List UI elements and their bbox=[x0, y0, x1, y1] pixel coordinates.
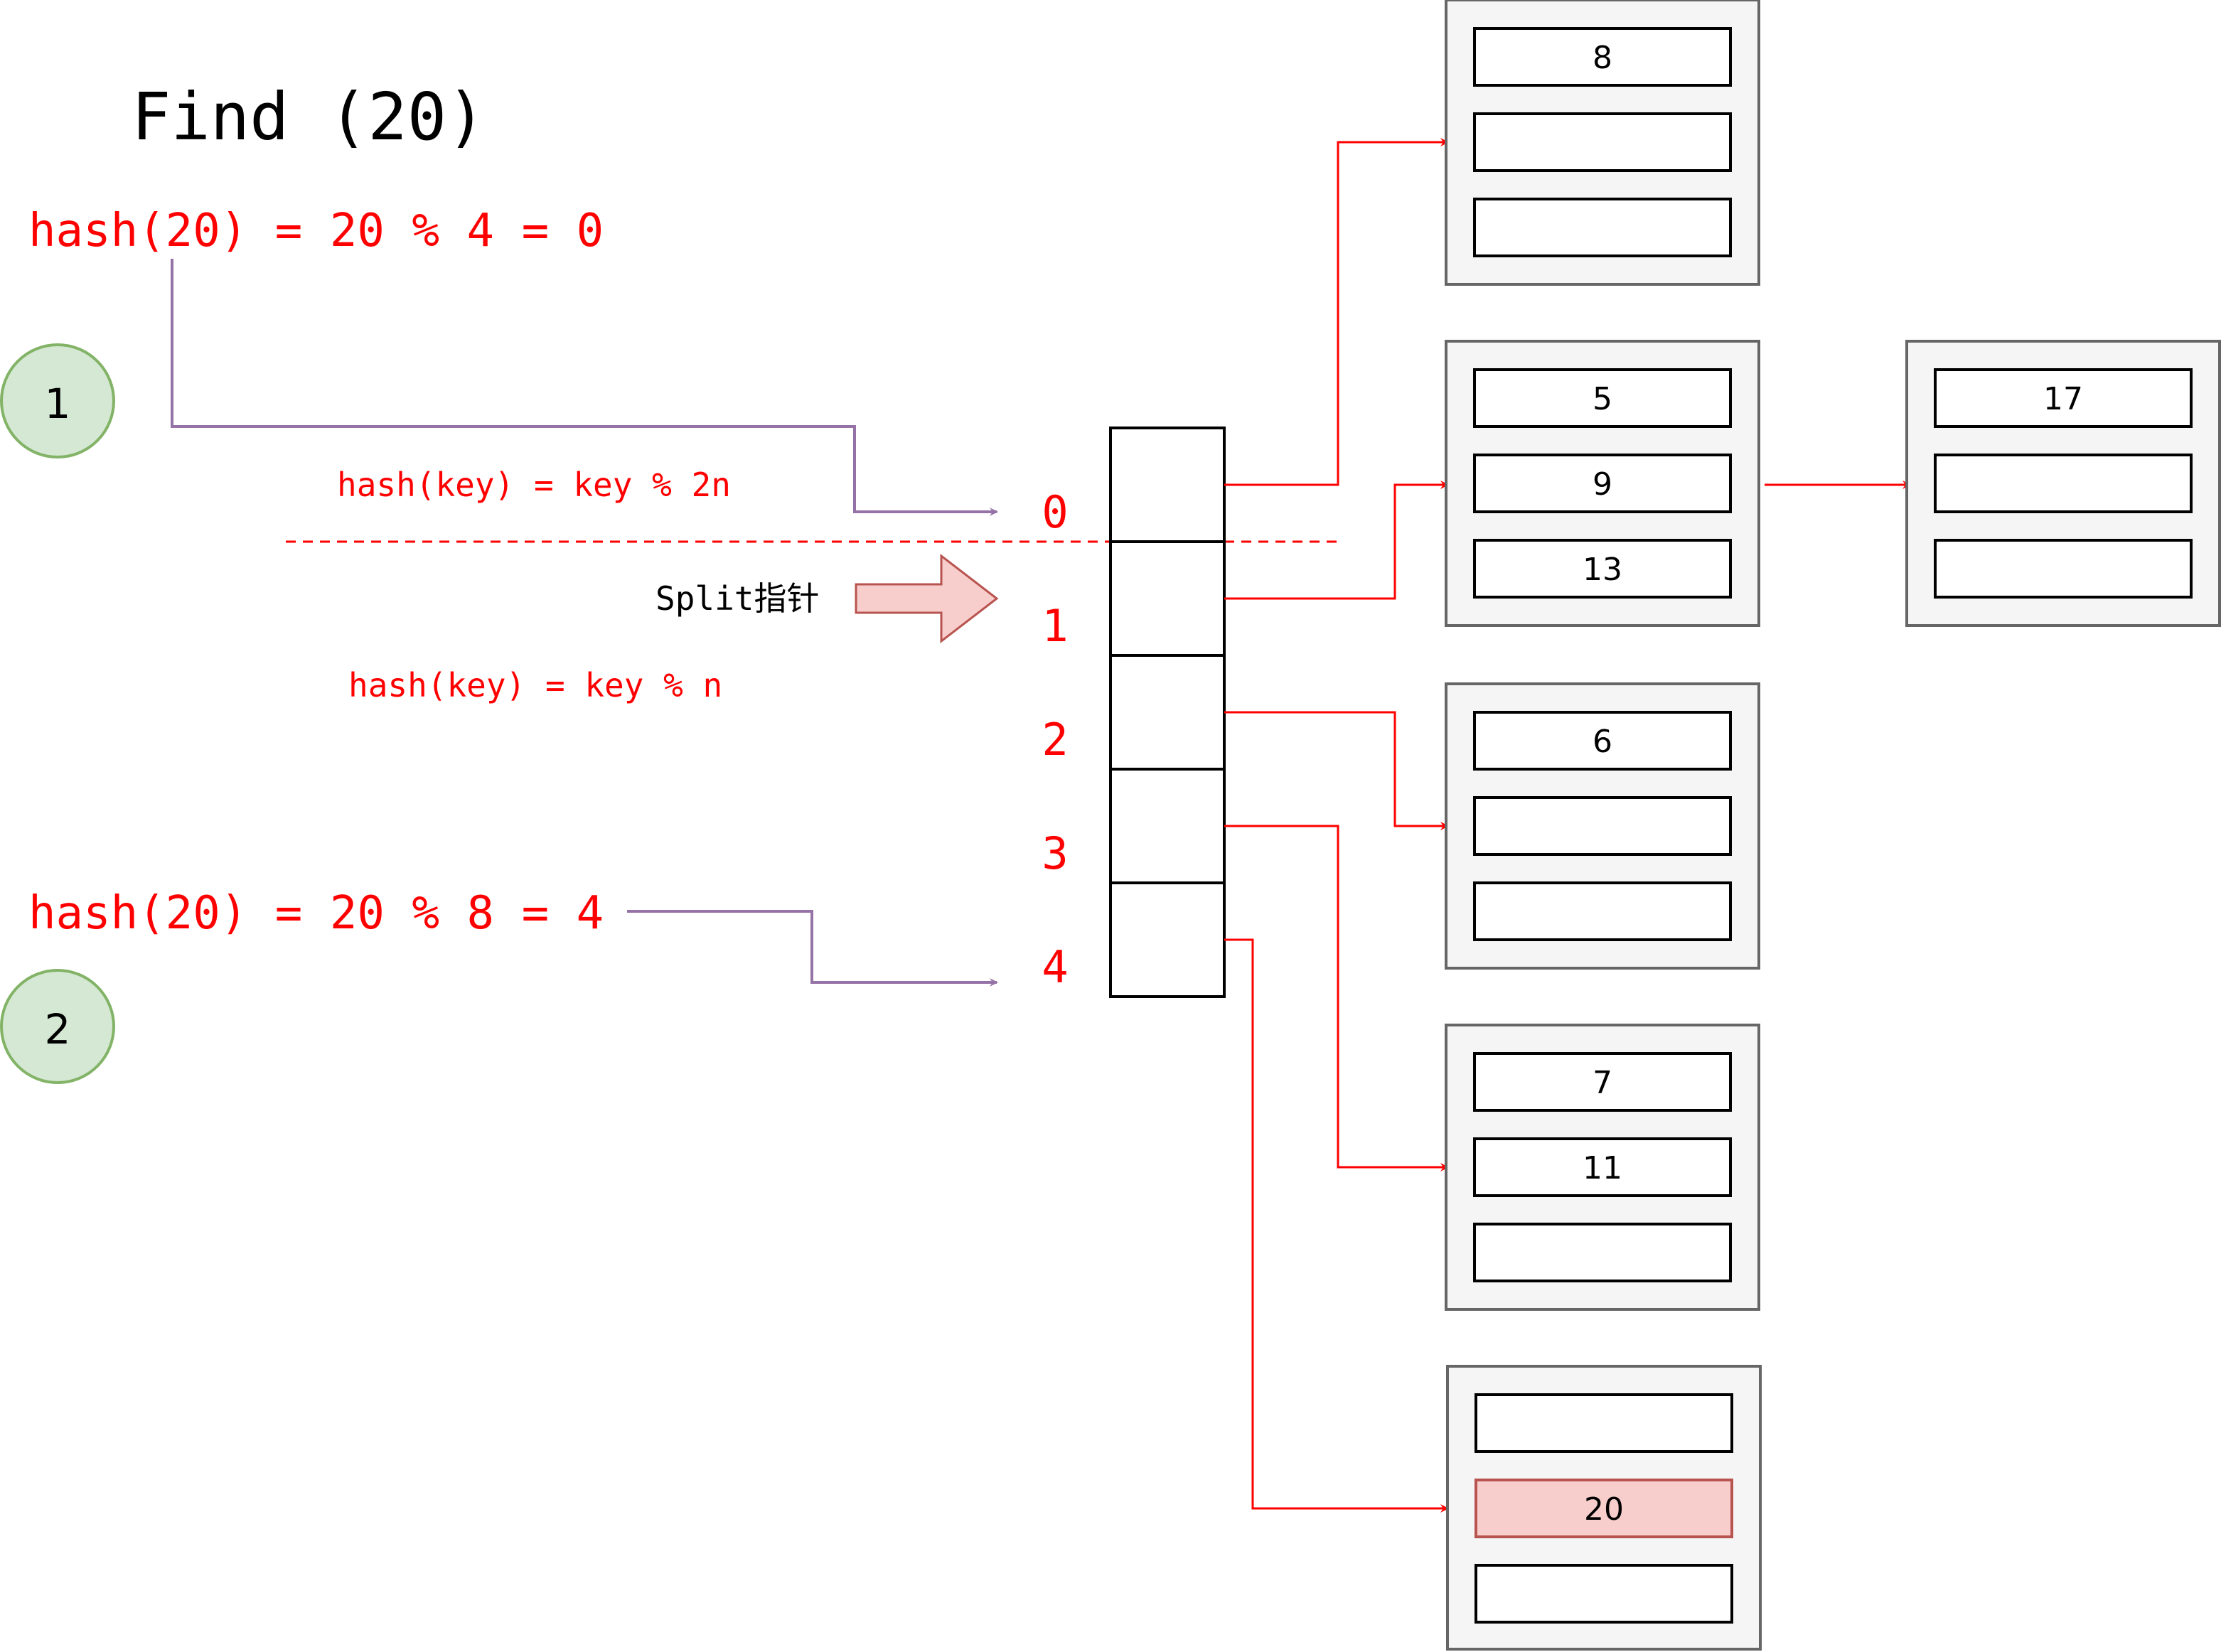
bucket-1-slot-0 bbox=[1473, 368, 1732, 428]
bucket-4-slot-0 bbox=[1475, 1393, 1733, 1453]
step-1-badge: 1 bbox=[0, 343, 115, 458]
hash-label-above-split: hash(key) = key % 2n bbox=[337, 466, 731, 504]
bucket-3-slot-0-value: 7 bbox=[1593, 1065, 1612, 1101]
link-3-to-bucket bbox=[1224, 825, 1449, 1171]
link-0-to-bucket bbox=[1224, 138, 1449, 486]
overflow-slot-1 bbox=[1934, 454, 2193, 513]
directory-cell-4 bbox=[1109, 881, 1226, 998]
bucket-links bbox=[1224, 138, 1911, 1513]
bucket-3-slot-2 bbox=[1473, 1223, 1732, 1282]
bucket-0-slot-1 bbox=[1473, 112, 1732, 172]
bucket-2: 6 bbox=[1445, 682, 1760, 970]
bucket-4-slot-1-highlighted bbox=[1475, 1479, 1733, 1538]
bucket-0-slot-2 bbox=[1473, 198, 1732, 257]
bucket-4: 20 bbox=[1446, 1365, 1762, 1651]
bucket-index-2: 2 bbox=[1042, 714, 1068, 766]
bucket-index-4: 4 bbox=[1042, 941, 1068, 993]
bucket-1-slot-1-value: 9 bbox=[1593, 466, 1612, 503]
step-1-pointer-arrow bbox=[171, 259, 998, 516]
overflow-slot-2 bbox=[1934, 539, 2193, 599]
bucket-4-slot-2 bbox=[1475, 1564, 1733, 1624]
bucket-2-slot-0 bbox=[1473, 711, 1732, 771]
bucket-2-slot-2 bbox=[1473, 881, 1732, 941]
bucket-index-0: 0 bbox=[1042, 486, 1068, 538]
directory-cell-0 bbox=[1109, 427, 1226, 543]
directory-cell-2 bbox=[1109, 654, 1226, 771]
bucket-0: 8 bbox=[1445, 0, 1760, 286]
overflow-bucket: 17 bbox=[1905, 340, 2221, 627]
bucket-1-slot-1 bbox=[1473, 454, 1732, 513]
bucket-index-1: 1 bbox=[1042, 600, 1068, 652]
step-2-badge: 2 bbox=[0, 969, 115, 1084]
bucket-index-labels: 0 1 2 3 4 bbox=[1042, 486, 1068, 993]
bucket-3-slot-1 bbox=[1473, 1137, 1732, 1197]
overflow-slot-0-value: 17 bbox=[2043, 381, 2083, 417]
bucket-1-slot-2 bbox=[1473, 539, 1732, 599]
directory-cell-1 bbox=[1109, 540, 1226, 657]
split-pointer-arrow bbox=[855, 553, 999, 644]
step-2-expression: hash(20) = 20 % 8 = 4 bbox=[28, 887, 604, 940]
bucket-1: 5 9 13 bbox=[1445, 340, 1760, 627]
bucket-1-slot-0-value: 5 bbox=[1593, 381, 1612, 417]
overflow-slot-0 bbox=[1934, 368, 2193, 428]
bucket-index-3: 3 bbox=[1042, 827, 1068, 879]
step-2-number: 2 bbox=[45, 1005, 71, 1053]
step-2-pointer-arrow bbox=[627, 910, 998, 987]
bucket-1-slot-2-value: 13 bbox=[1583, 552, 1622, 588]
bucket-0-slot-0-value: 8 bbox=[1593, 40, 1612, 76]
bucket-directory bbox=[1109, 427, 1226, 998]
bucket-4-slot-1-value: 20 bbox=[1584, 1491, 1624, 1528]
step-1-expression: hash(20) = 20 % 4 = 0 bbox=[28, 205, 604, 257]
link-2-to-bucket bbox=[1224, 711, 1449, 830]
bucket-2-slot-0-value: 6 bbox=[1593, 724, 1612, 760]
directory-cell-3 bbox=[1109, 768, 1226, 884]
hash-label-below-split: hash(key) = key % n bbox=[348, 666, 722, 704]
page-title: Find (20) bbox=[132, 79, 486, 155]
link-1-to-bucket bbox=[1224, 481, 1449, 600]
bucket-2-slot-1 bbox=[1473, 796, 1732, 856]
link-4-to-bucket bbox=[1224, 938, 1449, 1513]
bucket-3-slot-1-value: 11 bbox=[1583, 1150, 1622, 1186]
bucket-3: 7 11 bbox=[1445, 1024, 1760, 1311]
bucket-3-slot-0 bbox=[1473, 1052, 1732, 1112]
bucket-0-slot-0 bbox=[1473, 27, 1732, 87]
split-pointer-label: Split指针 bbox=[655, 579, 819, 618]
step-1-number: 1 bbox=[45, 380, 71, 428]
